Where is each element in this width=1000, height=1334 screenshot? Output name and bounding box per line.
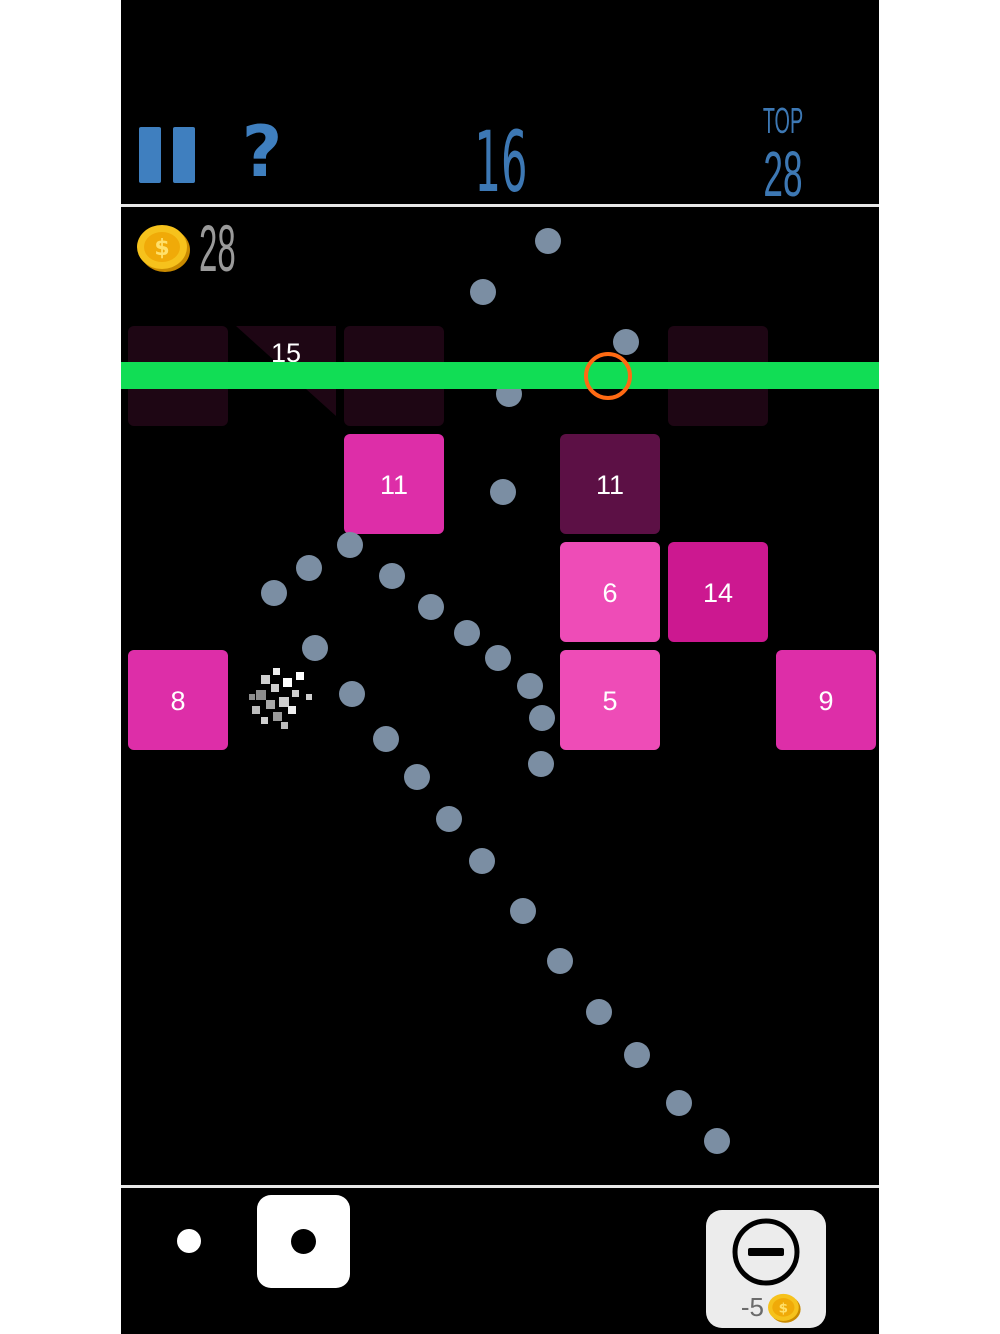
ball — [418, 594, 444, 620]
ball — [528, 751, 554, 777]
block-shape — [560, 542, 660, 642]
ball — [470, 279, 496, 305]
ball — [469, 848, 495, 874]
ball — [704, 1128, 730, 1154]
ball — [510, 898, 536, 924]
block-value: 11 — [596, 470, 624, 500]
remove-block-button[interactable]: -5 $ — [706, 1210, 826, 1328]
target-ring — [584, 352, 632, 400]
block-shape — [128, 650, 228, 750]
ball-select-button[interactable] — [257, 1195, 350, 1288]
block-value: 8 — [170, 686, 185, 716]
pause-icon — [139, 127, 197, 185]
help-button[interactable]: ? — [237, 112, 287, 192]
ball — [613, 329, 639, 355]
ball — [296, 555, 322, 581]
block-shape — [560, 434, 660, 534]
laser-beam — [121, 362, 879, 389]
remove-cost: -5 — [740, 1292, 764, 1322]
current-score: 16 — [474, 113, 528, 211]
minus-circle-icon — [732, 1218, 800, 1286]
block: 14 — [668, 542, 768, 642]
ball — [373, 726, 399, 752]
block-value: 6 — [602, 578, 617, 608]
ball — [337, 532, 363, 558]
ball — [339, 681, 365, 707]
ball — [261, 580, 287, 606]
bottom-divider — [121, 1185, 879, 1188]
block-value: 5 — [602, 686, 617, 716]
ball — [529, 705, 555, 731]
ball-indicator — [177, 1229, 201, 1253]
ball — [586, 999, 612, 1025]
ball — [454, 620, 480, 646]
coin-icon: $ — [137, 225, 190, 272]
ball — [379, 563, 405, 589]
ball — [485, 645, 511, 671]
top-score-value: 28 — [763, 138, 803, 210]
block: 8 — [128, 650, 228, 750]
header-divider — [121, 204, 879, 207]
block-shape — [560, 650, 660, 750]
block-shape — [668, 542, 768, 642]
ball — [404, 764, 430, 790]
block: 9 — [776, 650, 876, 750]
ball — [624, 1042, 650, 1068]
ball-icon — [291, 1229, 316, 1254]
block: 6 — [560, 542, 660, 642]
ball — [666, 1090, 692, 1116]
block-value: 9 — [818, 686, 833, 716]
block: 5 — [560, 650, 660, 750]
coin-icon: $ — [768, 1293, 801, 1323]
ball — [547, 948, 573, 974]
top-score-label: TOP — [762, 100, 804, 141]
question-mark-icon: ? — [241, 111, 283, 193]
block-debris — [249, 668, 312, 729]
ball — [517, 673, 543, 699]
block-value: 14 — [703, 578, 733, 608]
block-value: 11 — [380, 470, 408, 500]
block-shape — [776, 650, 876, 750]
block: 11 — [560, 434, 660, 534]
ball — [535, 228, 561, 254]
block: 11 — [344, 434, 444, 534]
block-shape — [344, 434, 444, 534]
ball — [302, 635, 328, 661]
ball — [490, 479, 516, 505]
svg-text:$: $ — [779, 1300, 788, 1316]
ball — [436, 806, 462, 832]
svg-text:$: $ — [154, 236, 169, 261]
pause-button[interactable] — [139, 127, 197, 185]
